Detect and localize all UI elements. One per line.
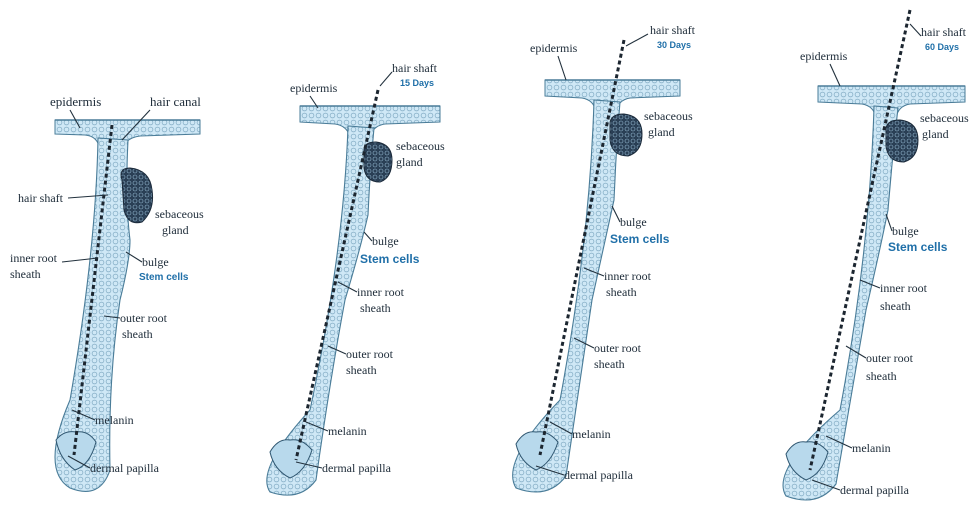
sebaceous-gland-shape [610,114,642,156]
label-days: 15 Days [400,78,434,88]
label-dermal-papilla: dermal papilla [564,468,634,482]
label-melanin: melanin [328,424,367,438]
label-bulge: bulge [142,255,169,269]
label-gland: gland [396,155,423,169]
label-inner-root-sheath: sheath [880,299,911,313]
follicle-panel-4 [783,10,965,500]
label-days: 60 Days [925,42,959,52]
follicle-panel-1 [55,120,200,491]
label-outer-root: outer root [346,347,394,361]
label-inner-root: inner root [880,281,928,295]
label-stem-cells: Stem cells [139,272,189,283]
label-outer-root-sheath: sheath [594,357,625,371]
label-epidermis: epidermis [290,81,338,95]
sebaceous-gland-shape [121,168,153,223]
label-outer-root-sheath: sheath [866,369,897,383]
label-inner-root-sheath: sheath [360,301,391,315]
label-inner-root-sheath: sheath [10,267,41,281]
label-sebaceous: sebaceous [644,109,693,123]
label-outer-root: outer root [866,351,914,365]
label-outer-root: outer root [594,341,642,355]
label-inner-root: inner root [604,269,652,283]
label-days: 30 Days [657,40,691,50]
label-gland: gland [922,127,949,141]
hair-shaft-line [540,40,624,455]
label-gland: gland [648,125,675,139]
sebaceous-gland-shape [886,120,918,162]
label-dermal-papilla: dermal papilla [322,461,392,475]
label-inner-root: inner root [357,285,405,299]
label-stem-cells: Stem cells [360,252,420,266]
label-bulge: bulge [372,234,399,248]
label-hair-shaft: hair shaft [921,25,967,39]
label-bulge: bulge [620,215,647,229]
label-stem-cells: Stem cells [888,240,948,254]
label-outer-root-sheath: sheath [122,327,153,341]
follicle-panel-3 [513,40,680,492]
label-hair-shaft: hair shaft [650,23,696,37]
label-hair-shaft: hair shaft [392,61,438,75]
label-hair-shaft: hair shaft [18,191,64,205]
hair-shaft-line [296,90,378,460]
label-outer-root-sheath: sheath [346,363,377,377]
label-bulge: bulge [892,224,919,238]
label-gland: gland [162,223,189,237]
label-inner-root: inner root [10,251,58,265]
label-outer-root: outer root [120,311,168,325]
label-melanin: melanin [572,427,611,441]
label-epidermis: epidermis [800,49,848,63]
label-melanin: melanin [95,413,134,427]
label-hair-canal: hair canal [150,94,201,109]
label-inner-root-sheath: sheath [606,285,637,299]
label-epidermis: epidermis [50,94,101,109]
sebaceous-gland-shape [364,142,392,182]
label-sebaceous: sebaceous [396,139,445,153]
label-dermal-papilla: dermal papilla [90,461,160,475]
label-sebaceous: sebaceous [920,111,969,125]
label-dermal-papilla: dermal papilla [840,483,910,497]
label-sebaceous: sebaceous [155,207,204,221]
label-melanin: melanin [852,441,891,455]
label-stem-cells: Stem cells [610,232,670,246]
label-epidermis: epidermis [530,41,578,55]
